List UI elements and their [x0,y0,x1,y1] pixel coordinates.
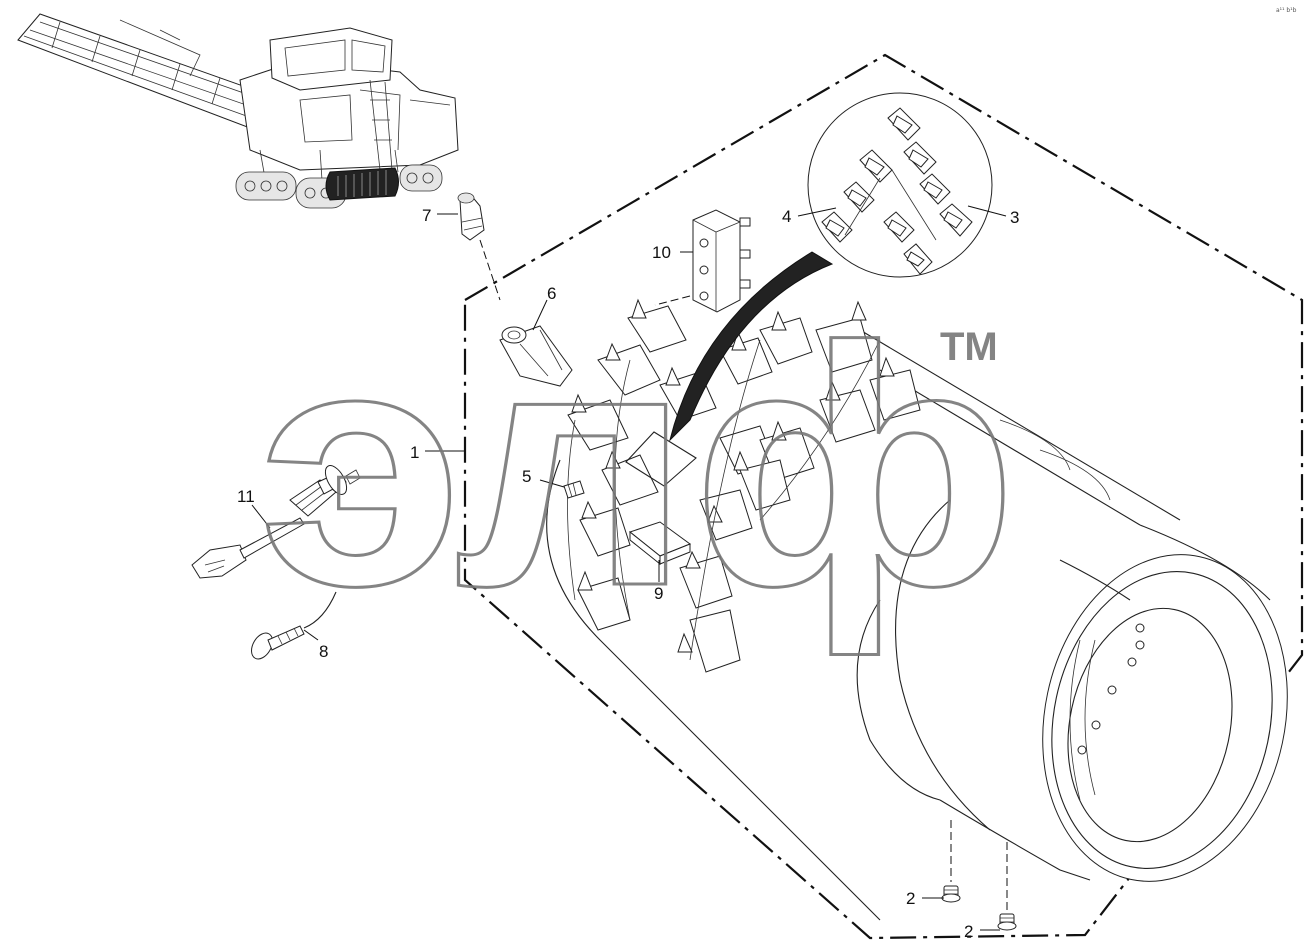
corner-mark: a¹¹ b¹b [1276,7,1297,14]
callout-3: 3 [1010,208,1019,227]
callout-6: 6 [547,284,556,303]
milling-drum [546,329,1288,921]
callout-7: 7 [422,206,431,225]
part-8-bolt [251,591,337,660]
callout-2-a: 2 [906,889,915,908]
watermark-logo: элф [258,277,1018,658]
callout-8: 8 [319,642,328,661]
watermark: элф TM [257,276,1020,660]
part-2-bolts [941,885,1017,931]
cutting-tools [567,298,921,673]
part-7-pick [457,192,485,241]
detail-circle [807,92,993,278]
callout-11: 11 [237,487,255,506]
callout-1: 1 [410,443,419,462]
callout-10: 10 [652,243,671,262]
part-9-plate [628,521,692,566]
callout-9: 9 [654,584,663,603]
milling-machine-illustration [17,13,459,209]
detail-pointer [669,251,834,442]
part-11-extractor [191,465,361,579]
callout-4: 4 [782,207,791,226]
part-6-holder [499,325,573,387]
part-5-pin [563,480,585,499]
callout-2-b: 2 [964,922,973,941]
callouts: 1 2 2 3 4 5 6 7 8 9 10 11 [237,206,1019,941]
watermark-trademark: TM [940,325,998,369]
leader-lines [251,205,1008,931]
callout-5: 5 [522,467,531,486]
part-10-block [692,209,751,313]
highlighted-wedge [625,431,697,487]
